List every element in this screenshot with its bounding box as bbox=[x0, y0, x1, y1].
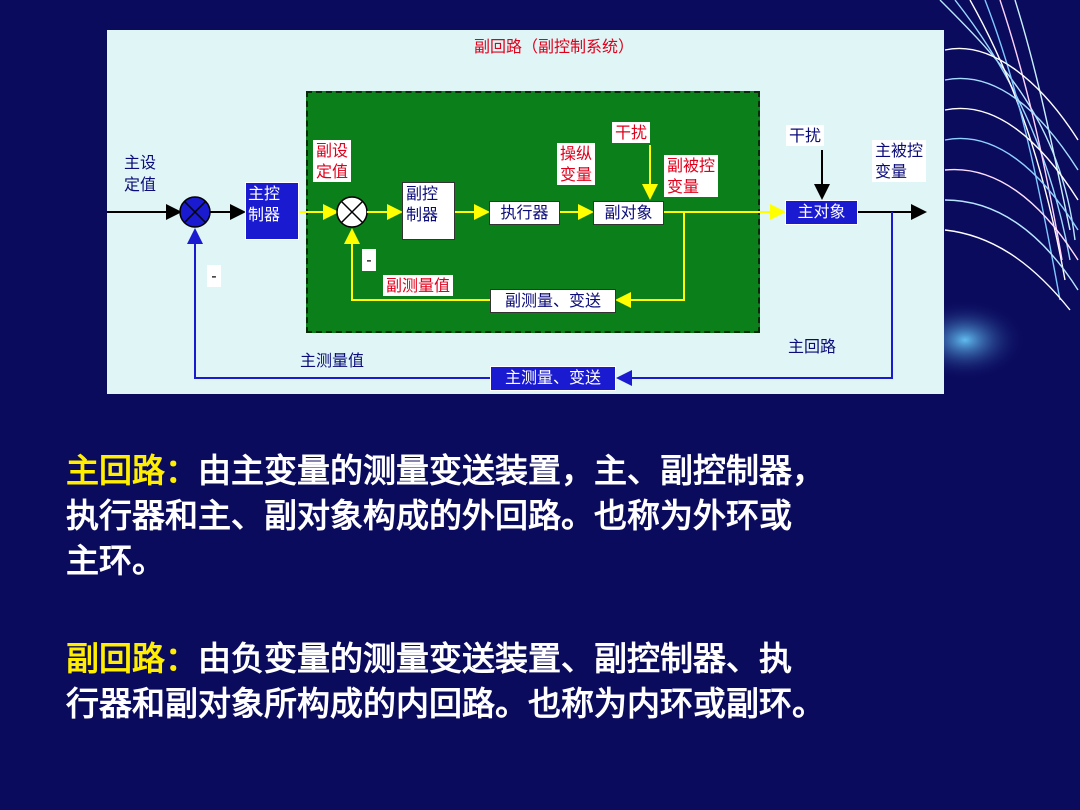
main-transmitter-block: 主测量、变送 bbox=[490, 366, 616, 391]
definition-line: 主环。 bbox=[66, 541, 165, 580]
sub-controller-block: 副控制器 bbox=[402, 182, 455, 240]
sub-transmitter-block: 副测量、变送 bbox=[490, 289, 616, 313]
diagram-title: 副回路（副控制系统） bbox=[474, 37, 635, 56]
main-setpoint-label: 主设定值 bbox=[124, 153, 157, 194]
manipulated-variable-label: 操纵变量 bbox=[557, 143, 596, 185]
main-measured-value-label: 主测量值 bbox=[300, 351, 365, 370]
sub-loop-term: 副回路： bbox=[66, 639, 198, 678]
main-object-block: 主对象 bbox=[785, 200, 858, 225]
definition-line: 由负变量的测量变送装置、副控制器、执 bbox=[198, 639, 792, 678]
definition-line: 执行器和主、副对象构成的外回路。也称为外环或 bbox=[66, 496, 792, 535]
outer-minus-sign: - bbox=[207, 265, 221, 287]
sub-controlled-variable-label: 副被控变量 bbox=[664, 155, 719, 197]
main-controlled-variable-label: 主被控变量 bbox=[872, 140, 927, 182]
sub-setpoint-label: 副设定值 bbox=[313, 140, 352, 182]
actuator-block: 执行器 bbox=[489, 201, 560, 225]
sub-measured-value-label: 副测量值 bbox=[383, 275, 454, 296]
outer-disturbance-label: 干扰 bbox=[786, 125, 825, 146]
definition-line: 由主变量的测量变送装置，主、副控制器， bbox=[198, 451, 825, 490]
main-loop-definition: 主回路：由主变量的测量变送装置，主、副控制器， 执行器和主、副对象构成的外回路。… bbox=[66, 448, 825, 583]
definition-line: 行器和副对象所构成的内回路。也称为内环或副环。 bbox=[66, 684, 825, 723]
main-loop-label: 主回路 bbox=[788, 337, 837, 356]
main-loop-term: 主回路： bbox=[66, 451, 198, 490]
main-controller-block: 主控制器 bbox=[245, 182, 299, 240]
inner-minus-sign: - bbox=[362, 249, 376, 271]
sub-object-block: 副对象 bbox=[593, 201, 664, 225]
inner-disturbance-label: 干扰 bbox=[612, 122, 651, 143]
sub-loop-definition: 副回路：由负变量的测量变送装置、副控制器、执 行器和副对象所构成的内回路。也称为… bbox=[66, 636, 825, 726]
